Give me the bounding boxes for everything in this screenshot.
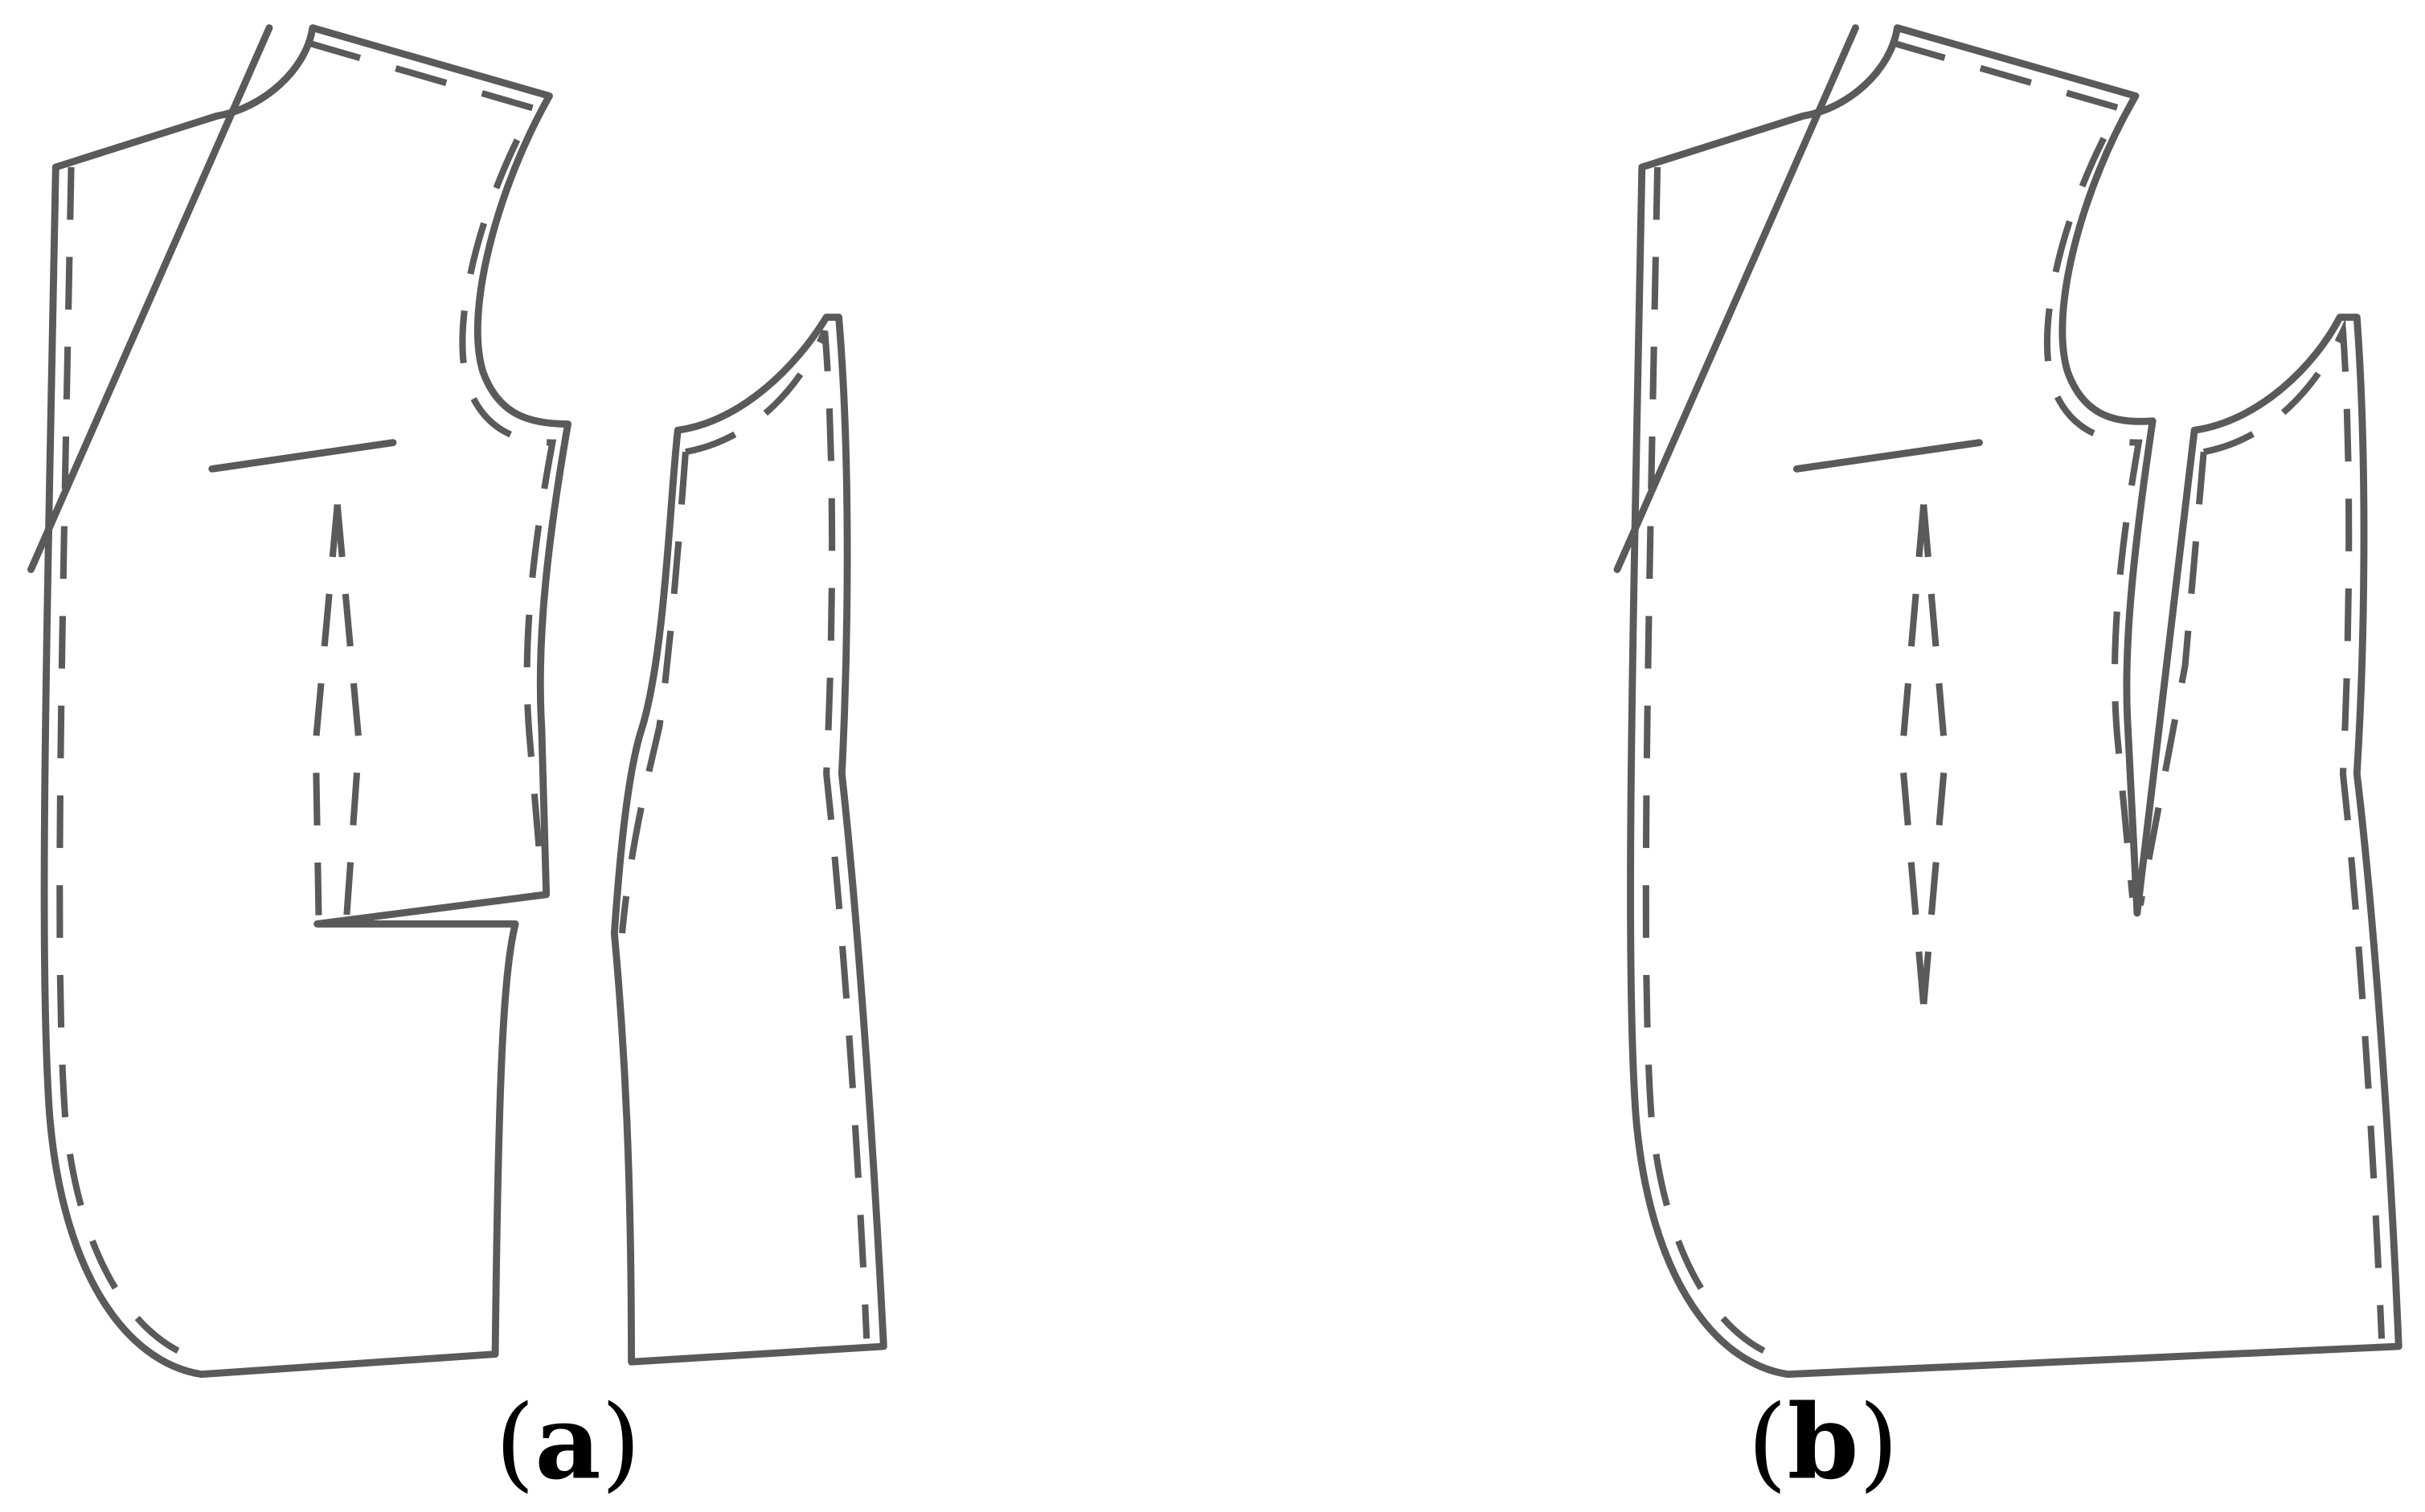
panel-b-seam-dart-right (2136, 451, 2207, 907)
panel-a-side-seam (685, 330, 870, 1339)
caption-b-letter: b (1788, 1383, 1859, 1502)
panel-b-seam-side (2202, 318, 2386, 1339)
panel-a-side-seam-left (618, 451, 689, 934)
caption-a-letter: a (535, 1383, 600, 1502)
panel-a-dart (312, 504, 341, 923)
panel-a-side-piece (610, 313, 887, 1366)
caption-b: (b) (1747, 1383, 1899, 1502)
panel-a-front-piece (40, 24, 572, 1379)
panel-a-roll-line (27, 24, 273, 573)
panel-a-dart-right (334, 504, 363, 917)
panel-b-seam-left (1642, 166, 1796, 1366)
panel-b-dart (1899, 504, 1927, 1006)
panel-a-front-seam (308, 40, 557, 879)
panel-b-roll-line (1613, 24, 1859, 573)
panel-b-pocket-line (1792, 439, 1983, 473)
panel-b-seam-top (1893, 40, 2143, 899)
panel-a-front-seam-left (56, 166, 210, 1366)
panel-b-dart-right (1920, 504, 1949, 1006)
caption-a: (a) (495, 1383, 641, 1502)
panel-b-bodice (1627, 24, 2402, 1379)
panel-a (27, 24, 887, 1379)
panel-b (1613, 24, 2402, 1379)
panel-a-pocket-line (208, 439, 397, 473)
